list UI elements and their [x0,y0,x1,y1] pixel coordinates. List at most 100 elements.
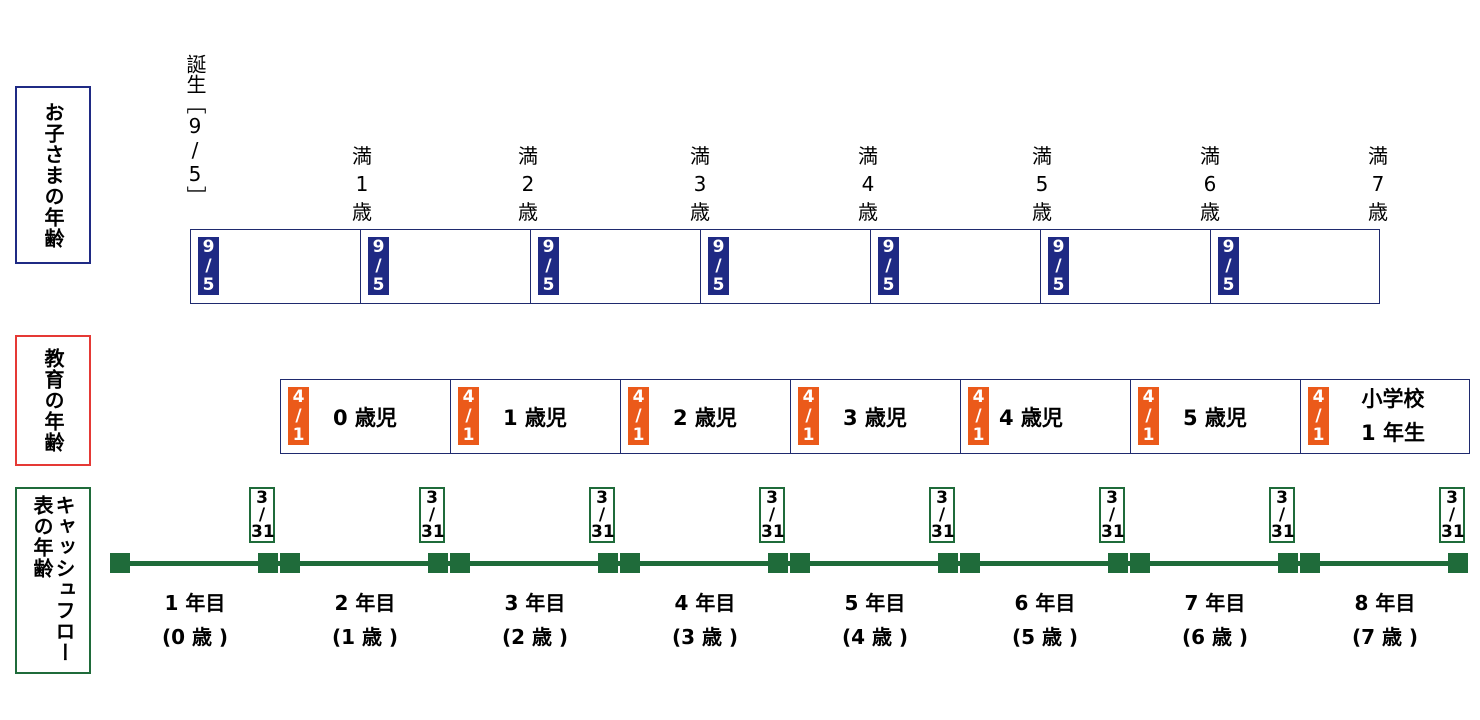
timeline-node [598,553,618,573]
school-badge-day: 1 [1312,424,1325,445]
birthday-badge-month: 9 [1052,236,1065,257]
child-age-cell: 9/5 [1211,230,1381,303]
education-age-label: 1 歳児 [503,406,567,430]
cashflow-year-age: (1 歳 ) [331,625,399,649]
birthday-badge-day: 5 [882,274,895,295]
birthday-badge-slash: / [885,255,892,276]
timeline-node [1448,553,1468,573]
fiscal-mark-slash: / [1278,504,1286,525]
school-badge-slash: / [1145,405,1152,426]
school-badge-slash: / [975,405,982,426]
fiscal-mark-month: 3 [1276,487,1288,508]
education-age-label: 4 歳児 [999,406,1063,430]
education-age-row-label-text: 教育の年齢 [41,348,65,453]
birthday-badge-month: 9 [542,236,555,257]
fiscal-year-end-mark: 3/31 [1099,487,1125,543]
birthday-badge-day: 5 [372,274,385,295]
child-age-cell: 9/5 [1041,230,1211,303]
birthday-badge-day: 5 [712,274,725,295]
full-age-unit: 歳 [858,200,878,224]
full-age-kanji: 満 [1200,144,1220,168]
full-age-number: 4 [861,172,875,196]
school-badge-month: 4 [802,386,815,407]
full-age-kanji: 満 [352,144,372,168]
fiscal-mark-month: 3 [766,487,778,508]
school-badge-month: 4 [462,386,475,407]
child-age-cell: 9/5 [361,230,531,303]
fiscal-mark-day: 31 [591,521,615,542]
birthday-badge-month: 9 [372,236,385,257]
fiscal-mark-month: 3 [1446,487,1458,508]
birthday-badge: 9/5 [1048,237,1069,295]
birthday-badge: 9/5 [1218,237,1239,295]
education-age-label-line2: 1 年生 [1361,421,1425,445]
education-age-label: 0 歳児 [333,406,397,430]
school-year-start-badge: 4/1 [288,387,309,445]
cashflow-year-age: (0 歳 ) [161,625,229,649]
school-badge-day: 1 [462,424,475,445]
timeline-node [280,553,300,573]
full-age-number: 7 [1371,172,1385,196]
cashflow-year-label: 5 年目 (4 歳 ) [815,586,935,654]
birth-label: 誕生［9/5］ [183,54,207,206]
birthday-badge-slash: / [1055,255,1062,276]
birthday-badge-day: 5 [1222,274,1235,295]
child-age-row-label: お子さまの年齢 [15,86,91,264]
cashflow-year-number: 3 年目 [504,591,566,615]
birthday-badge-month: 9 [882,236,895,257]
cashflow-year-label: 6 年目(5 歳 ) [985,586,1105,654]
timeline-node [938,553,958,573]
school-badge-month: 4 [1312,386,1325,407]
birthday-badge-slash: / [375,255,382,276]
birthday-badge-slash: / [205,255,212,276]
birthday-badge-day: 5 [542,274,555,295]
cashflow-year-label: 8 年目(7 歳 ) [1325,586,1445,654]
child-age-cell: 9/5 [701,230,871,303]
full-age-number: 5 [1035,172,1049,196]
fiscal-mark-day: 31 [1441,521,1465,542]
fiscal-mark-slash: / [428,504,436,525]
school-badge-slash: / [635,405,642,426]
fiscal-mark-day: 31 [421,521,445,542]
fiscal-year-end-mark: 3/31 [1439,487,1465,543]
timeline-node [1108,553,1128,573]
school-badge-day: 1 [802,424,815,445]
school-year-start-badge: 4/1 [968,387,989,445]
school-badge-month: 4 [632,386,645,407]
cashflow-year-age: (6 歳 ) [1181,625,1249,649]
timeline-node [1130,553,1150,573]
school-year-start-badge: 4/1 [1138,387,1159,445]
fiscal-year-end-mark: 3/31 [759,487,785,543]
cashflow-year-number: 5 年目 [844,591,906,615]
child-age-cell: 9/5 [191,230,361,303]
school-badge-slash: / [465,405,472,426]
fiscal-year-end-mark: 3/31 [419,487,445,543]
school-badge-month: 4 [292,386,305,407]
education-age-cell: 4/1 4 歳児 [961,380,1131,453]
full-age-kanji: 満 [858,144,878,168]
fiscal-year-end-mark: 3/31 [249,487,275,543]
birthday-badge-slash: / [1225,255,1232,276]
cashflow-year-age: (4 歳 ) [841,625,909,649]
timeline-node [110,553,130,573]
birthday-badge: 9/5 [368,237,389,295]
fiscal-mark-month: 3 [1106,487,1118,508]
child-age-row-label-text: お子さまの年齢 [41,101,65,249]
fiscal-mark-slash: / [1108,504,1116,525]
birthday-badge-slash: / [545,255,552,276]
timeline-node [960,553,980,573]
fiscal-year-end-mark: 3/31 [589,487,615,543]
fiscal-mark-day: 31 [931,521,955,542]
timeline-node [620,553,640,573]
cashflow-year-number: 8 年目 [1354,591,1416,615]
full-age-unit: 歳 [1032,200,1052,224]
school-year-start-badge: 4/1 [628,387,649,445]
full-age-unit: 歳 [1200,200,1220,224]
